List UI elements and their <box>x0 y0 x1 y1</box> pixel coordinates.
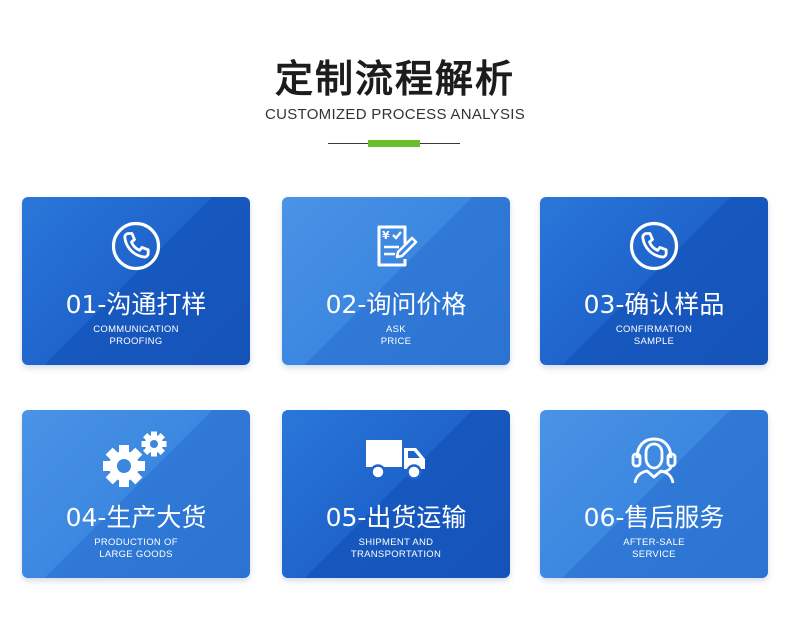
gears-icon <box>22 428 250 490</box>
title-divider-accent <box>368 140 420 147</box>
price-document-icon: ¥ <box>282 215 510 277</box>
page-subtitle: CUSTOMIZED PROCESS ANALYSIS <box>264 106 526 123</box>
step-english-caption: PRODUCTION OF LARGE GOODS <box>94 537 178 560</box>
step-label: 04-生产大货 <box>65 503 207 532</box>
step-english-caption: SHIPMENT AND TRANSPORTATION <box>350 537 442 560</box>
step-card-production: 04-生产大货 PRODUCTION OF LARGE GOODS <box>22 410 250 578</box>
step-card-ask-price: ¥ 02-询问价格 ASK PRICE <box>282 197 510 365</box>
step-card-confirm-sample: 03-确认样品 CONFIRMATION SAMPLE <box>540 197 768 365</box>
step-card-after-sale: 06-售后服务 AFTER-SALE SERVICE <box>540 410 768 578</box>
step-label: 06-售后服务 <box>583 503 725 532</box>
step-english-caption: ASK PRICE <box>380 324 412 347</box>
step-label: 02-询问价格 <box>325 290 467 319</box>
step-label: 05-出货运输 <box>325 503 467 532</box>
truck-icon <box>282 428 510 490</box>
step-card-communication: 01-沟通打样 COMMUNICATION PROOFING <box>22 197 250 365</box>
step-label: 03-确认样品 <box>583 290 725 319</box>
phone-icon <box>22 215 250 277</box>
step-card-shipment: 05-出货运输 SHIPMENT AND TRANSPORTATION <box>282 410 510 578</box>
step-english-caption: CONFIRMATION SAMPLE <box>615 324 693 347</box>
phone-icon <box>540 215 768 277</box>
customer-service-headset-icon <box>540 428 768 490</box>
page-title: 定制流程解析 <box>274 57 515 101</box>
step-english-caption: COMMUNICATION PROOFING <box>93 324 179 347</box>
svg-text:¥: ¥ <box>382 229 390 242</box>
step-english-caption: AFTER-SALE SERVICE <box>623 537 685 560</box>
step-label: 01-沟通打样 <box>65 290 207 319</box>
